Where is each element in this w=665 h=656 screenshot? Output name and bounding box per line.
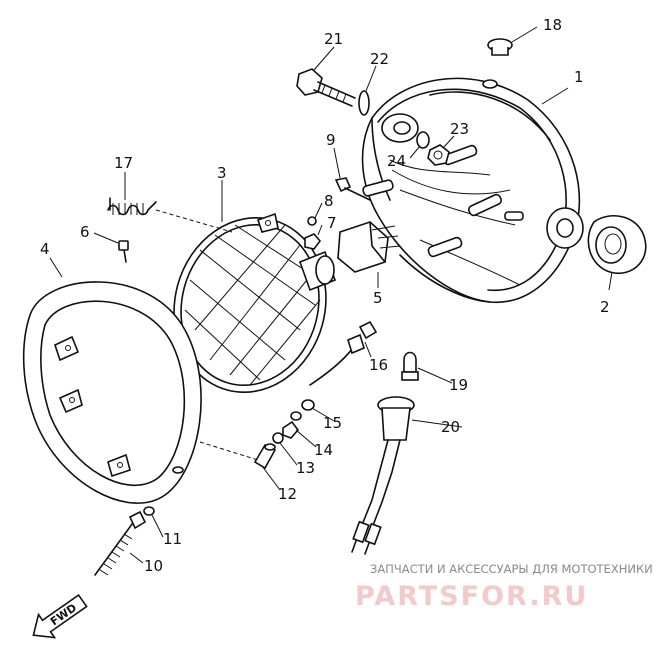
part-11-washer [143,506,155,516]
part-10-long-screw [94,510,147,576]
part-13-washer [272,432,284,444]
callout-10: 10 [144,557,163,575]
part-9-screw [334,177,371,201]
part-8-washer [307,216,317,226]
callout-18: 18 [543,16,562,34]
part-12-spacer [253,443,277,470]
part-7-nut [304,233,322,250]
part-24-washer [416,131,430,149]
callout-14: 14 [314,441,333,459]
part-22-washer [358,90,370,116]
callout-3: 3 [217,164,227,182]
callout-5: 5 [373,289,383,307]
callout-1: 1 [574,68,584,86]
callout-22: 22 [370,50,389,68]
callout-17: 17 [114,154,133,172]
callout-2: 2 [600,298,610,316]
part-19-bulb [401,351,419,381]
leader-lines [49,26,613,564]
part-23-nut [427,144,450,166]
part-2-grommet [587,214,647,275]
part-6-screw [118,240,129,263]
callout-11: 11 [163,530,182,548]
callout-9: 9 [326,131,336,149]
part-18-cap [487,38,513,56]
part-15-fasteners [290,399,315,421]
callout-8: 8 [324,192,334,210]
part-17-spring [107,197,233,233]
callout-19: 19 [449,376,468,394]
part-20-socket-harness [351,396,415,555]
part-4-rim [22,281,202,504]
watermark: ЗАПЧАСТИ И АКСЕССУАРЫ ДЛЯ МОТОТЕХНИКИ PA… [355,562,653,612]
watermark-logo: PARTSFOR.RU [355,581,588,612]
part-21-bolt [296,68,356,107]
callout-20: 20 [441,418,460,436]
callout-4: 4 [40,240,50,258]
fwd-arrow-icon: FWD [32,593,88,639]
wire-connectors [362,144,524,258]
callout-16: 16 [369,356,388,374]
callout-13: 13 [296,459,315,477]
callout-24: 24 [387,152,406,170]
part-5-socket [337,221,401,273]
callout-12: 12 [278,485,297,503]
callout-labels: 1 2 3 4 5 6 7 8 9 10 11 12 13 14 15 16 1… [40,16,610,575]
callout-15: 15 [323,414,342,432]
headlight-housing [361,77,584,303]
part-3-headlight-unit [173,212,356,393]
callout-6: 6 [80,223,90,241]
callout-21: 21 [324,30,343,48]
callout-23: 23 [450,120,469,138]
watermark-caption: ЗАПЧАСТИ И АКСЕССУАРЫ ДЛЯ МОТОТЕХНИКИ [370,562,653,576]
part-16-socket [347,320,378,355]
part-14-nut [282,420,300,439]
callout-7: 7 [327,214,337,232]
